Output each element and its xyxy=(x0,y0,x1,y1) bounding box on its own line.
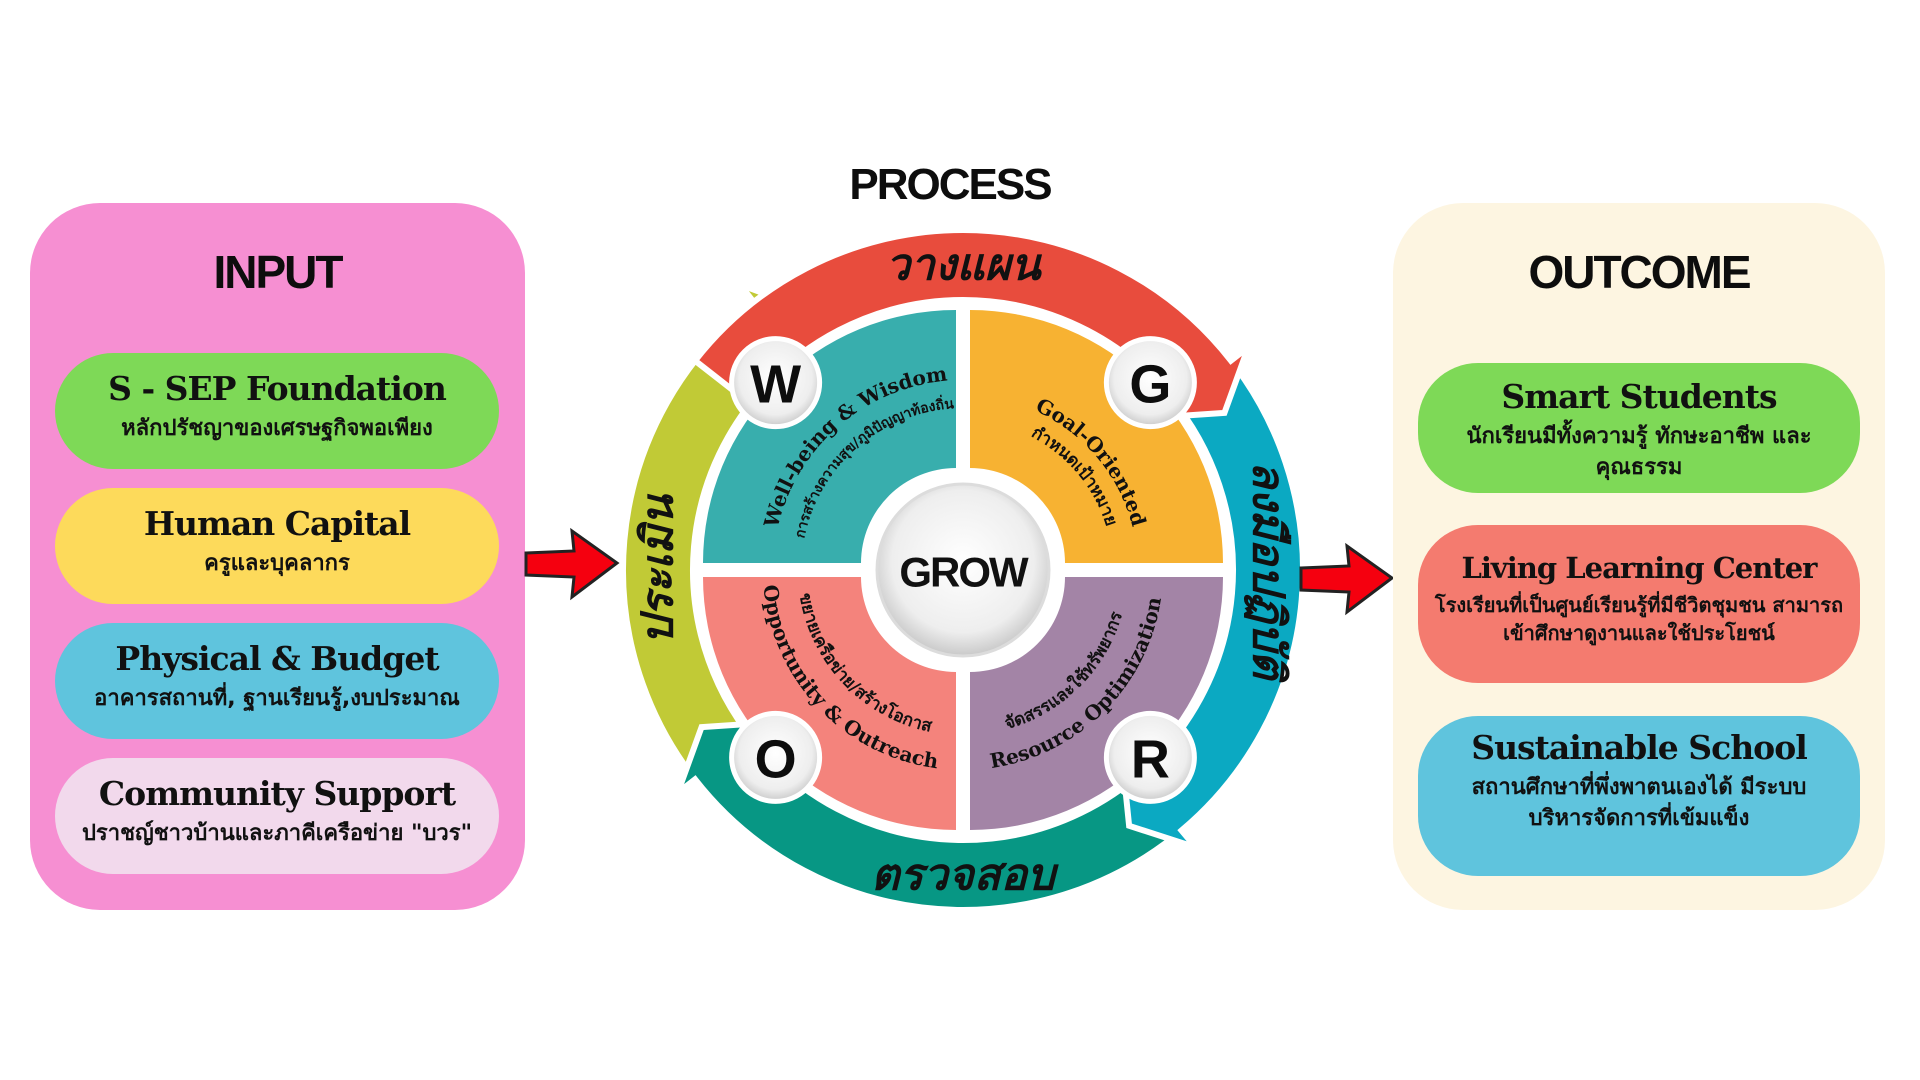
outcome-title: OUTCOME xyxy=(1528,246,1751,298)
input-to-process-arrow-icon xyxy=(524,527,620,601)
input-item-subtitle: ครูและบุคลากร xyxy=(204,551,350,576)
input-item-title: Human Capital xyxy=(143,504,411,543)
badge-letter: G xyxy=(1129,355,1171,415)
badge-letter: O xyxy=(755,729,797,789)
quadrant-badge-g: G xyxy=(1103,336,1197,430)
cycle-label-do: ลงมือปฏิบัติ xyxy=(1243,461,1294,683)
quadrant-badge-w: W xyxy=(729,336,823,430)
input-item-subtitle: หลักปรัชญาของเศรษฐกิจพอเพียง xyxy=(121,416,433,441)
process-to-outcome-arrow-icon xyxy=(1299,542,1395,616)
outcome-item-subtitle: โรงเรียนที่เป็นศูนย์เรียนรู้ที่มีชีวิตชุ… xyxy=(1434,593,1844,645)
process-title: PROCESS xyxy=(849,160,1052,209)
badge-letter: R xyxy=(1131,729,1170,789)
cycle-arrow-do xyxy=(1118,347,1306,854)
outcome-item-title: Living Learning Center xyxy=(1461,551,1818,585)
quadrant-well-being-wisdom xyxy=(703,310,956,563)
badge-letter: W xyxy=(750,355,801,415)
quadrant-badge-o: O xyxy=(729,710,823,804)
input-item-subtitle: ปราชญ์ชาวบ้านและภาคีเครือข่าย "บวร" xyxy=(81,821,473,846)
input-item-subtitle: อาคารสถานที่, ฐานเรียนรู้,งบประมาณ xyxy=(94,686,460,711)
quadrant-opportunity-outreach xyxy=(703,577,956,830)
input-title: INPUT xyxy=(213,246,344,298)
input-item-title: Community Support xyxy=(98,774,456,813)
outcome-item-living-learning-center: Living Learning Center โรงเรียนที่เป็นศู… xyxy=(1418,525,1860,683)
cycle-arrow-check xyxy=(671,719,1228,913)
cycle-arrow-evaluate xyxy=(620,278,814,802)
input-item-sep-foundation: S - SEP Foundation หลักปรัชญาของเศรษฐกิจ… xyxy=(55,353,499,469)
cycle-label-evaluate: ประเมิน xyxy=(633,493,684,644)
outcome-item-title: Smart Students xyxy=(1501,377,1777,416)
input-item-title: S - SEP Foundation xyxy=(108,369,447,408)
input-item-human-capital: Human Capital ครูและบุคลากร xyxy=(55,488,499,604)
cycle-arrow-plan xyxy=(690,227,1255,421)
outcome-item-sustainable-school: Sustainable School สถานศึกษาที่พึ่งพาตนเ… xyxy=(1418,716,1860,876)
quadrant-badge-r: R xyxy=(1103,710,1197,804)
outcome-panel: OUTCOME Smart Students นักเรียนมีทั้งควา… xyxy=(1393,203,1885,910)
cycle-label-plan: วางแผน xyxy=(885,240,1042,291)
outcome-item-subtitle: สถานศึกษาที่พึ่งพาตนเองได้ มีระบบบริหารจ… xyxy=(1471,775,1807,831)
outcome-item-subtitle: นักเรียนมีทั้งความรู้ ทักษะอาชีพ และคุณธ… xyxy=(1466,424,1812,480)
center-label: GROW xyxy=(899,549,1029,596)
center-hub xyxy=(875,482,1051,658)
input-item-physical-budget: Physical & Budget อาคารสถานที่, ฐานเรียน… xyxy=(55,623,499,739)
cycle-label-check: ตรวจสอบ xyxy=(871,850,1059,901)
input-item-title: Physical & Budget xyxy=(115,639,439,678)
quadrant-goal-oriented xyxy=(970,310,1223,563)
quadrant-resource-optimization xyxy=(970,577,1223,830)
input-item-community-support: Community Support ปราชญ์ชาวบ้านและภาคีเค… xyxy=(55,758,499,874)
outcome-item-smart-students: Smart Students นักเรียนมีทั้งความรู้ ทัก… xyxy=(1418,363,1860,493)
input-panel: INPUT S - SEP Foundation หลักปรัชญาของเศ… xyxy=(30,203,525,910)
outcome-item-title: Sustainable School xyxy=(1471,728,1808,767)
